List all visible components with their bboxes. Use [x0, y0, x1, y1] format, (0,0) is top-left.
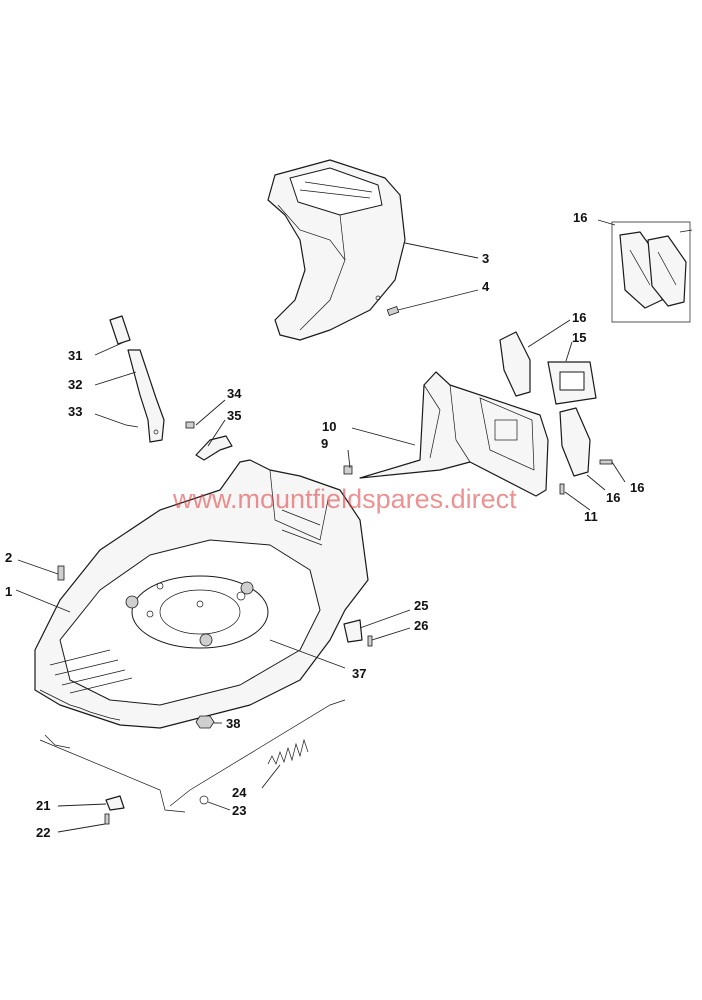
callout-3: 3 — [482, 251, 489, 266]
callout-9: 9 — [321, 436, 328, 451]
latch-block-part — [547, 361, 597, 405]
callout-25: 25 — [414, 598, 428, 613]
callout-31: 31 — [68, 348, 82, 363]
callout-34: 34 — [227, 386, 242, 401]
mower-deck-part — [34, 459, 369, 729]
callout-32: 32 — [68, 377, 82, 392]
clip-part — [185, 421, 233, 461]
clip-bracket-part — [104, 795, 125, 825]
callout-22: 22 — [36, 825, 50, 840]
side-bracket-upper-part — [499, 331, 531, 397]
handle-lever-part — [109, 315, 165, 443]
side-bracket-lower-part — [559, 407, 613, 495]
callout-11: 11 — [584, 509, 598, 524]
callout-26: 26 — [414, 618, 428, 633]
callout-16: 16 — [630, 480, 644, 495]
spring-part — [267, 738, 309, 765]
rear-bracket-part — [359, 371, 549, 497]
callout-10: 10 — [322, 419, 336, 434]
nut-part — [195, 715, 215, 729]
cover-screw-part — [386, 305, 400, 317]
callout-1: 1 — [5, 584, 12, 599]
callout-37: 37 — [352, 666, 366, 681]
callout-16: 16 — [573, 210, 587, 225]
washer-part — [199, 795, 209, 805]
callout-16: 16 — [572, 310, 586, 325]
deck-bolt-part — [57, 565, 65, 581]
callout-38: 38 — [226, 716, 240, 731]
bracket-screw-part — [343, 465, 353, 475]
callout-35: 35 — [227, 408, 241, 423]
callout-2: 2 — [5, 550, 12, 565]
callout-15: 15 — [572, 330, 586, 345]
callout-16: 16 — [606, 490, 620, 505]
rear-rod-part — [39, 699, 346, 813]
leader-lines — [15, 219, 626, 833]
callout-23: 23 — [232, 803, 246, 818]
callout-33: 33 — [68, 404, 82, 419]
callout-21: 21 — [36, 798, 50, 813]
callout-24: 24 — [232, 785, 247, 800]
cable-clip-part — [343, 619, 373, 647]
bracket-pack-part — [611, 221, 693, 323]
callout-4: 4 — [482, 279, 490, 294]
callout-labels: 3 4 16 16 15 16 16 11 10 9 31 32 33 34 3… — [5, 210, 644, 840]
rear-cover-part — [267, 159, 406, 341]
watermark: www.mountfieldspares.direct — [172, 484, 517, 514]
